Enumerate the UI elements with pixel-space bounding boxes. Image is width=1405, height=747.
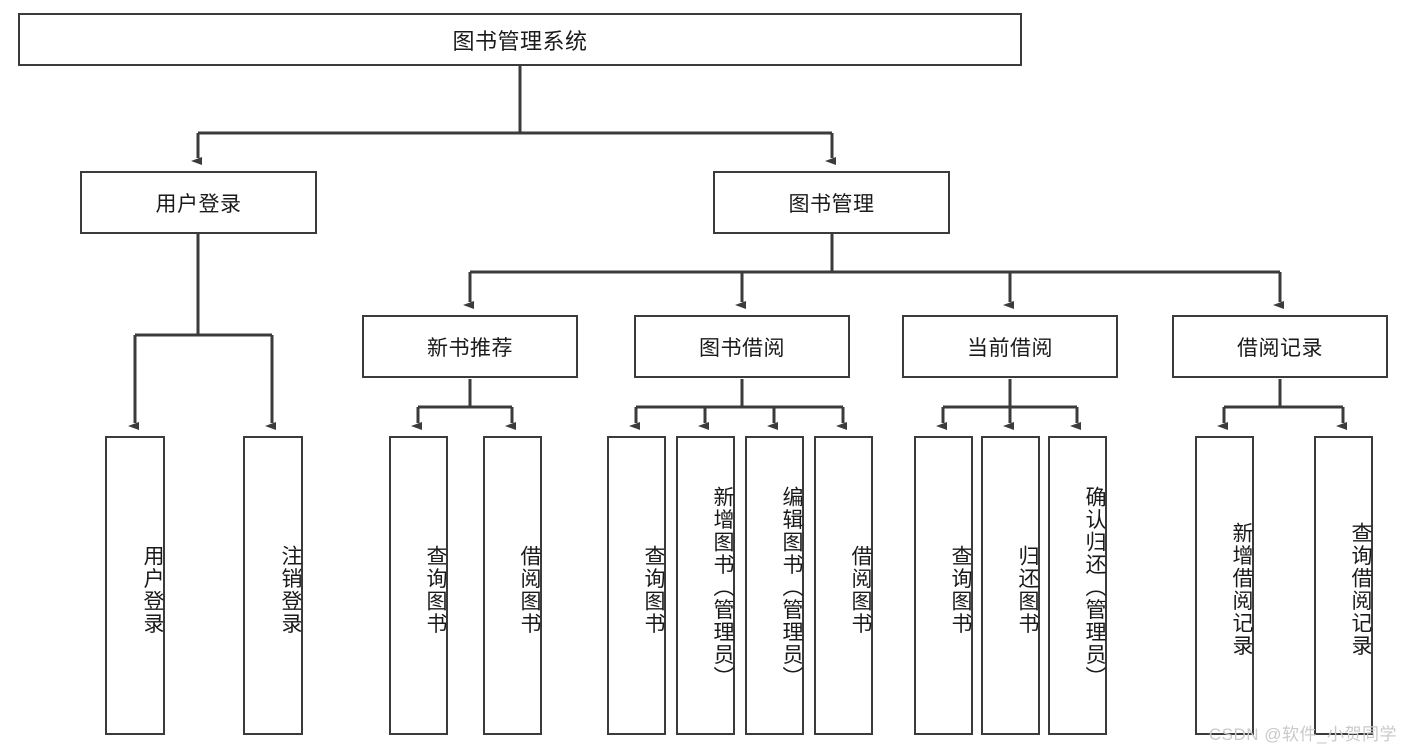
leaf-recommend-borrow-book[interactable]: 借阅图书 <box>483 436 542 735</box>
leaf-borrow-add-book-admin[interactable]: 新增图书（管理员） <box>676 436 735 735</box>
watermark-label: CSDN @软件_小贺同学 <box>1208 725 1397 744</box>
leaf-user-login-login[interactable]: 用户登录 <box>105 436 165 735</box>
node-root[interactable]: 图书管理系统 <box>18 13 1022 66</box>
leaf-borrow-edit-book-admin[interactable]: 编辑图书（管理员） <box>745 436 804 735</box>
leaf-current-return-book[interactable]: 归还图书 <box>981 436 1040 735</box>
leaf-user-login-logout[interactable]: 注销登录 <box>243 436 303 735</box>
node-user-login[interactable]: 用户登录 <box>80 171 317 234</box>
node-book-management[interactable]: 图书管理 <box>713 171 950 234</box>
leaf-borrow-borrow-book[interactable]: 借阅图书 <box>814 436 873 735</box>
leaf-recommend-query-book[interactable]: 查询图书 <box>389 436 448 735</box>
leaf-current-confirm-return-admin[interactable]: 确认归还（管理员） <box>1048 436 1107 735</box>
leaf-current-query-book[interactable]: 查询图书 <box>914 436 973 735</box>
node-current-borrow[interactable]: 当前借阅 <box>902 315 1118 378</box>
node-borrow-record[interactable]: 借阅记录 <box>1172 315 1388 378</box>
node-new-book-recommend[interactable]: 新书推荐 <box>362 315 578 378</box>
leaf-record-query-record[interactable]: 查询借阅记录 <box>1314 436 1373 735</box>
leaf-record-add-record[interactable]: 新增借阅记录 <box>1195 436 1254 735</box>
node-book-borrow[interactable]: 图书借阅 <box>634 315 850 378</box>
leaf-borrow-query-book[interactable]: 查询图书 <box>607 436 666 735</box>
